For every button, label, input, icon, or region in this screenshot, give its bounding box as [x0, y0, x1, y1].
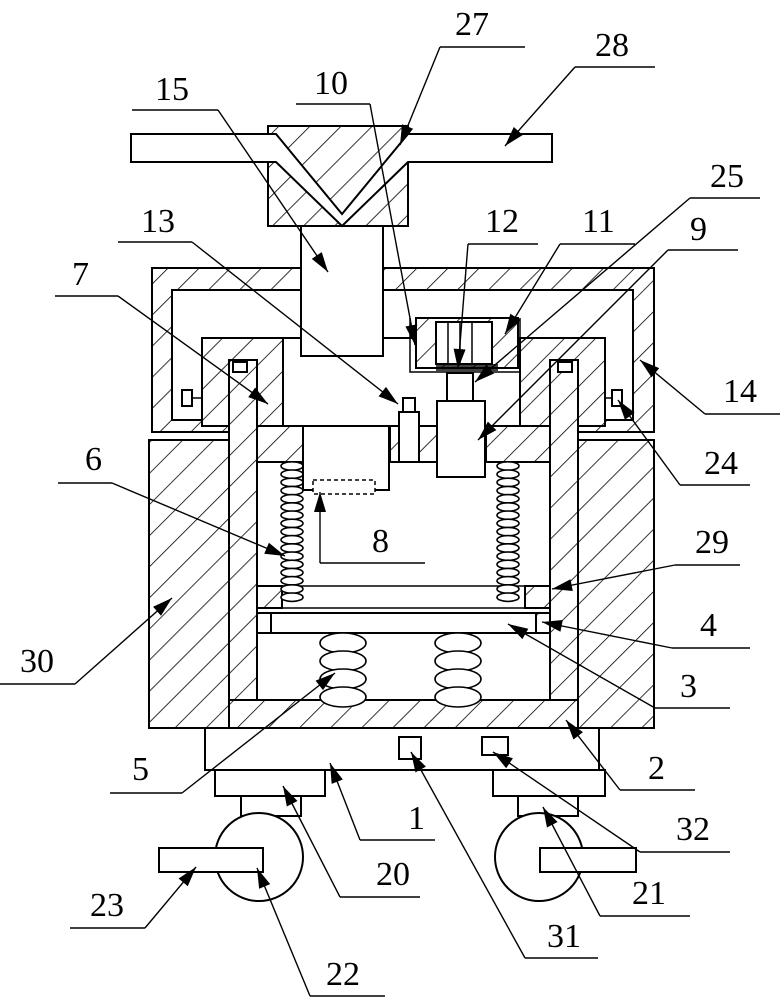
label-32: 32 — [676, 811, 710, 848]
disc-spring-stack-left — [319, 632, 367, 708]
label-3: 3 — [680, 668, 697, 705]
outer-body-right — [567, 439, 655, 729]
part-labels: 27 28 15 10 25 13 12 11 9 7 14 24 6 8 29… — [20, 6, 757, 993]
label-6: 6 — [85, 441, 102, 478]
label-5: 5 — [132, 751, 149, 788]
battery-box — [409, 317, 521, 373]
label-14: 14 — [723, 373, 757, 410]
wheel-mount-right — [492, 769, 606, 817]
label-9: 9 — [690, 211, 707, 248]
label-4: 4 — [700, 607, 717, 644]
label-28: 28 — [595, 27, 629, 64]
label-23: 23 — [90, 887, 124, 924]
label-1: 1 — [408, 800, 425, 837]
label-27: 27 — [455, 6, 489, 43]
wheel-right — [494, 812, 637, 902]
label-12: 12 — [485, 203, 519, 240]
slide-rail-right — [524, 585, 551, 609]
label-10: 10 — [314, 65, 348, 102]
label-15: 15 — [155, 71, 189, 108]
leader-lines — [0, 46, 780, 997]
slide-rail-left — [256, 585, 283, 609]
label-21: 21 — [632, 875, 666, 912]
inner-frame — [228, 359, 579, 731]
battery-indicator — [398, 736, 422, 760]
label-20: 20 — [376, 856, 410, 893]
label-29: 29 — [695, 524, 729, 561]
wheel-left — [158, 812, 304, 902]
label-8: 8 — [372, 523, 389, 560]
sensor — [312, 479, 376, 495]
label-31: 31 — [547, 918, 581, 955]
switch-button — [481, 736, 509, 756]
label-13: 13 — [141, 203, 175, 240]
label-7: 7 — [72, 256, 89, 293]
outer-body-left — [148, 439, 235, 729]
coil-spring-right — [496, 460, 520, 603]
label-2: 2 — [648, 750, 665, 787]
label-30: 30 — [20, 643, 54, 680]
pressing-plate — [256, 612, 551, 634]
label-11: 11 — [582, 203, 615, 240]
screw-right — [605, 389, 623, 407]
disc-spring-stack-right — [434, 632, 482, 708]
small-rod — [398, 397, 420, 463]
vertical-block — [436, 372, 486, 478]
label-22: 22 — [326, 956, 360, 993]
handle-shaft — [300, 225, 390, 491]
screw-left — [181, 389, 202, 407]
label-25: 25 — [710, 158, 744, 195]
wheel-mount-left — [214, 769, 326, 817]
coil-spring-left — [280, 460, 304, 603]
label-24: 24 — [704, 445, 738, 482]
handle-bar — [130, 133, 553, 228]
